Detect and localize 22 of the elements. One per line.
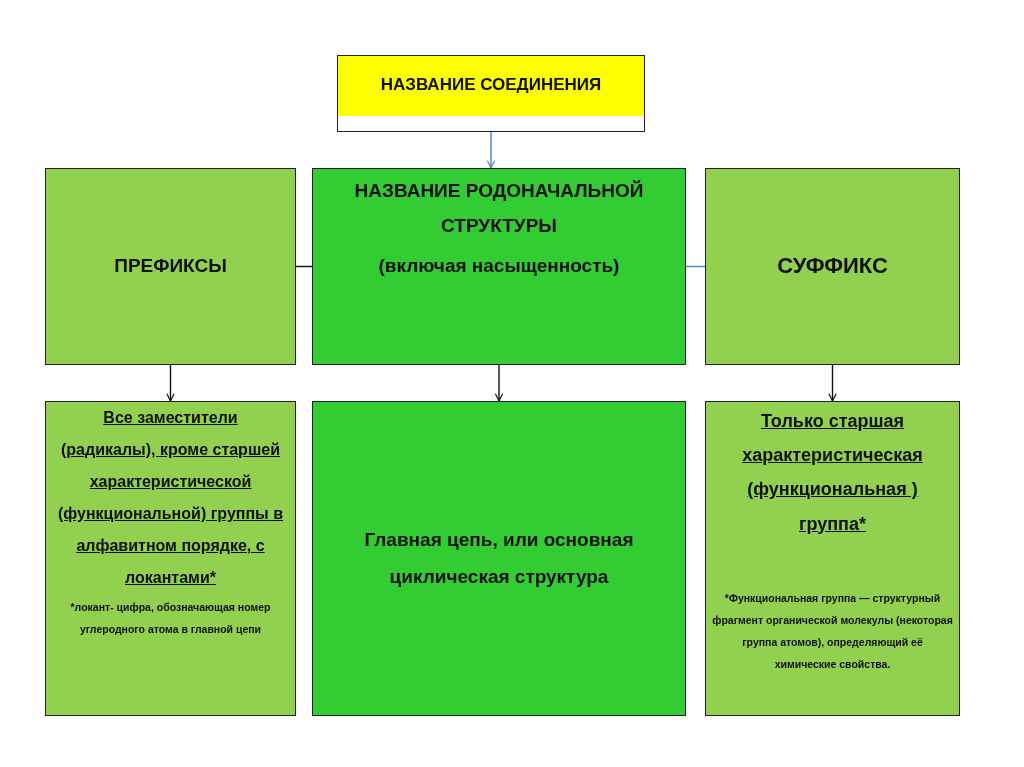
heading: СУФФИКС (776, 252, 889, 281)
connector-line (685, 265, 706, 268)
category-box (45, 168, 296, 365)
arrow (494, 364, 504, 402)
heading: ПРЕФИКСЫ (113, 254, 228, 279)
arrow (828, 364, 837, 402)
arrow (166, 364, 175, 402)
description-text: Только старшая характеристическая (функциональная ) группа* (741, 410, 924, 536)
description-box (45, 401, 296, 716)
footnote-text: *Функциональная группа — структурный фрагмент органической молекулы (некоторая группа атомов), определяющий её химические свойства. (711, 590, 954, 672)
description-text: Главная цепь, или основная циклическая структура (363, 528, 635, 589)
description-box (312, 401, 686, 716)
arrow (486, 131, 496, 169)
category-box (705, 168, 960, 365)
footnote-text: *локант- цифра, обозначающая номер углеродного атома в главной цепи (69, 600, 272, 638)
heading: НАЗВАНИЕ СОЕДИНЕНИЯ (379, 74, 603, 97)
category-box (312, 168, 686, 365)
description-text: Все заместители (радикалы), кроме старшей характеристической (функциональной) группы в алфавитном порядке, с локантами* (56, 408, 285, 588)
note-text: (включая насыщенность) (378, 254, 620, 279)
description-box (705, 401, 960, 716)
title-box (337, 55, 645, 132)
heading: НАЗВАНИЕ РОДОНАЧАЛЬНОЙ СТРУКТУРЫ (353, 179, 645, 239)
